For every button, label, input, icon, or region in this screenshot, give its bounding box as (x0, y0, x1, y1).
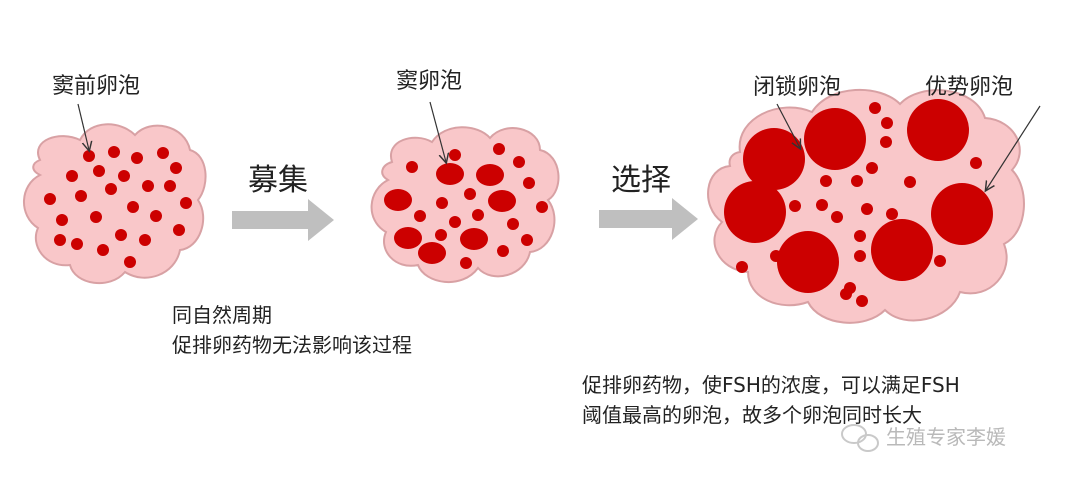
cloud-preantral (23, 123, 207, 285)
label-preantral: 窦前卵泡 (52, 74, 140, 99)
watermark: 生殖专家李媛 (841, 424, 1006, 452)
cluster-selection: 闭锁卵泡 优势卵泡 (707, 75, 1041, 324)
note-line-1: 同自然周期 (172, 303, 272, 327)
follicles-antral (384, 143, 548, 269)
pointer-preantral (77, 103, 89, 150)
pointer-atretic (776, 103, 800, 148)
label-dominant: 优势卵泡 (925, 75, 1013, 100)
arrow-select: 选择 (599, 163, 698, 240)
cluster-preantral: 窦前卵泡 (23, 74, 207, 285)
watermark-text: 生殖专家李媛 (886, 425, 1006, 449)
label-antral: 窦卵泡 (396, 69, 462, 94)
label-atretic: 闭锁卵泡 (753, 75, 841, 100)
note-line-2: 促排卵药物无法影响该过程 (172, 333, 412, 357)
follicles-small-sel (736, 102, 982, 307)
follicles-small (44, 146, 192, 268)
wechat-icon (841, 424, 879, 452)
note-line-3: 促排卵药物，使FSH的浓度，可以满足FSH (582, 373, 960, 397)
label-recruit: 募集 (248, 163, 308, 198)
pointer-antral (429, 101, 446, 162)
label-select: 选择 (611, 163, 671, 198)
arrow-recruit: 募集 (232, 163, 334, 241)
follicles-large (724, 99, 993, 293)
pointer-dominant (986, 105, 1041, 190)
note-line-4: 阈值最高的卵泡，故多个卵泡同时长大 (582, 403, 922, 427)
cluster-antral: 窦卵泡 (370, 69, 560, 283)
